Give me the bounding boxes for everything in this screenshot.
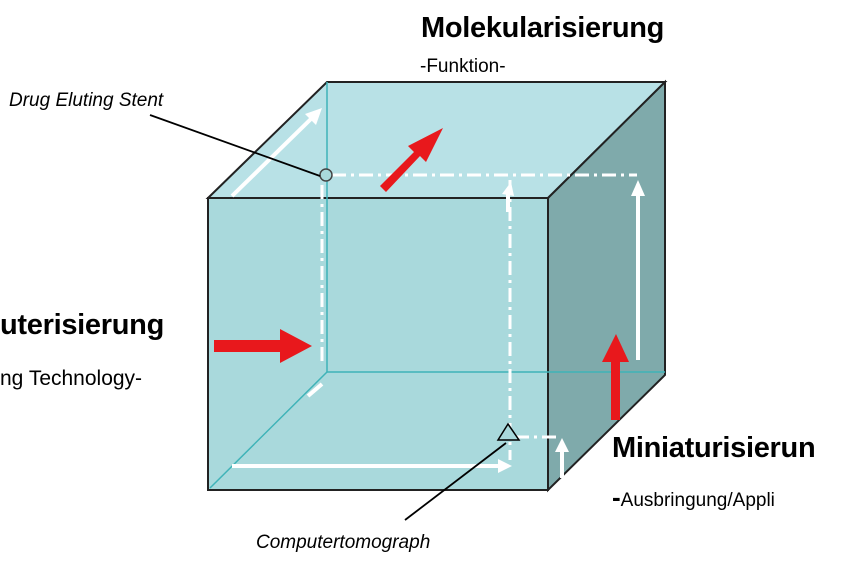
dash: - — [612, 482, 621, 512]
red-arrows — [214, 128, 629, 420]
hidden-edges — [209, 82, 665, 489]
ct-leader — [404, 442, 507, 521]
red-arrow-right — [214, 329, 312, 363]
computing-technology-subtitle: ng Technology- — [0, 367, 143, 390]
ausbringung-text: Ausbringung/Appli — [620, 490, 775, 511]
molekularisierung-title: Molekularisierung — [421, 12, 665, 44]
red-arrow-diagonal — [380, 128, 443, 192]
white-arrows — [230, 108, 645, 478]
miniaturisierung-title: Miniaturisierun — [612, 432, 816, 464]
drug-stent-leader — [149, 114, 321, 177]
white-path-lines — [320, 173, 637, 460]
red-arrow-up — [602, 334, 629, 420]
funktion-subtitle: -Funktion- — [420, 56, 506, 77]
miniaturisierung-subtitle: -Ausbringung/Appli — [612, 482, 775, 513]
computerisierung-title: uterisierung — [0, 309, 164, 341]
ct-marker — [496, 422, 521, 441]
drug-eluting-stent-label: Drug Eluting Stent — [9, 90, 164, 111]
drug-stent-marker — [319, 168, 333, 182]
computertomograph-label: Computertomograph — [256, 532, 431, 553]
